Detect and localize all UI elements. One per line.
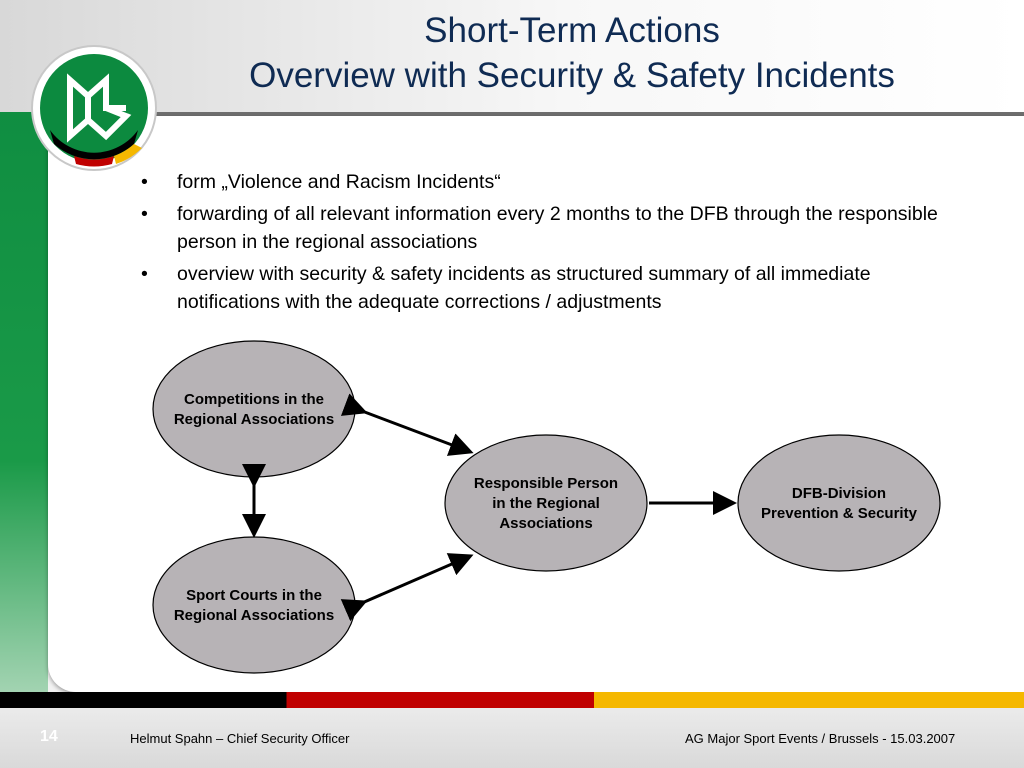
node-label-dfb-division: DFB-Division Prevention & Security	[739, 484, 939, 524]
bullet-text: form „Violence and Racism Incidents“	[177, 171, 501, 193]
footer-color-strip	[0, 692, 1024, 708]
bullet-item: • form „Violence and Racism Incidents“	[140, 168, 970, 196]
node-label-competitions: Competitions in the Regional Association…	[154, 390, 354, 430]
node-dfb-division	[737, 434, 941, 572]
bullet-text: overview with security & safety incident…	[177, 263, 871, 313]
node-label-responsible-person: Responsible Person in the Regional Assoc…	[446, 474, 646, 534]
edge-competitions-responsible	[340, 393, 474, 456]
node-label-line: Responsible Person	[473, 475, 619, 492]
node-label-sport-courts: Sport Courts in the Regional Association…	[154, 586, 354, 626]
bullet-list: • form „Violence and Racism Incidents“ • f…	[140, 168, 970, 320]
node-label-line: in the Regional	[492, 495, 600, 512]
edge-courts-responsible	[340, 553, 474, 622]
title-underline	[120, 112, 1024, 116]
title-line-2: Overview with Security & Safety Incident…	[249, 56, 895, 95]
bullet-dot: •	[141, 263, 148, 285]
title-bar	[0, 0, 1024, 112]
node-responsible-person	[444, 434, 648, 572]
node-label-line: Regional Associations	[173, 607, 335, 624]
slide-title: Short-Term Actions Overview with Securit…	[120, 8, 1024, 98]
footer-event: AG Major Sport Events / Brussels - 15.03…	[685, 731, 956, 746]
footer-bar	[0, 708, 1024, 768]
bullet-dot: •	[141, 203, 148, 225]
bullet-item: • forwarding of all relevant information …	[140, 200, 970, 256]
node-label-line: Prevention & Security	[761, 505, 917, 522]
title-line-1: Short-Term Actions	[424, 11, 720, 50]
page-number: 14	[40, 728, 58, 745]
node-label-line: Associations	[499, 515, 593, 532]
bullet-item: • overview with security & safety inciden…	[140, 260, 970, 316]
dfb-logo	[31, 45, 157, 171]
node-label-line: Competitions in the	[184, 391, 324, 408]
bullet-text: forwarding of all relevant information e…	[177, 203, 938, 253]
footer-author: Helmut Spahn – Chief Security Officer	[130, 731, 350, 746]
node-label-line: Sport Courts in the	[186, 587, 322, 604]
node-label-line: Regional Associations	[173, 411, 335, 428]
bullet-dot: •	[141, 171, 148, 193]
node-label-line: DFB-Division	[791, 485, 887, 502]
